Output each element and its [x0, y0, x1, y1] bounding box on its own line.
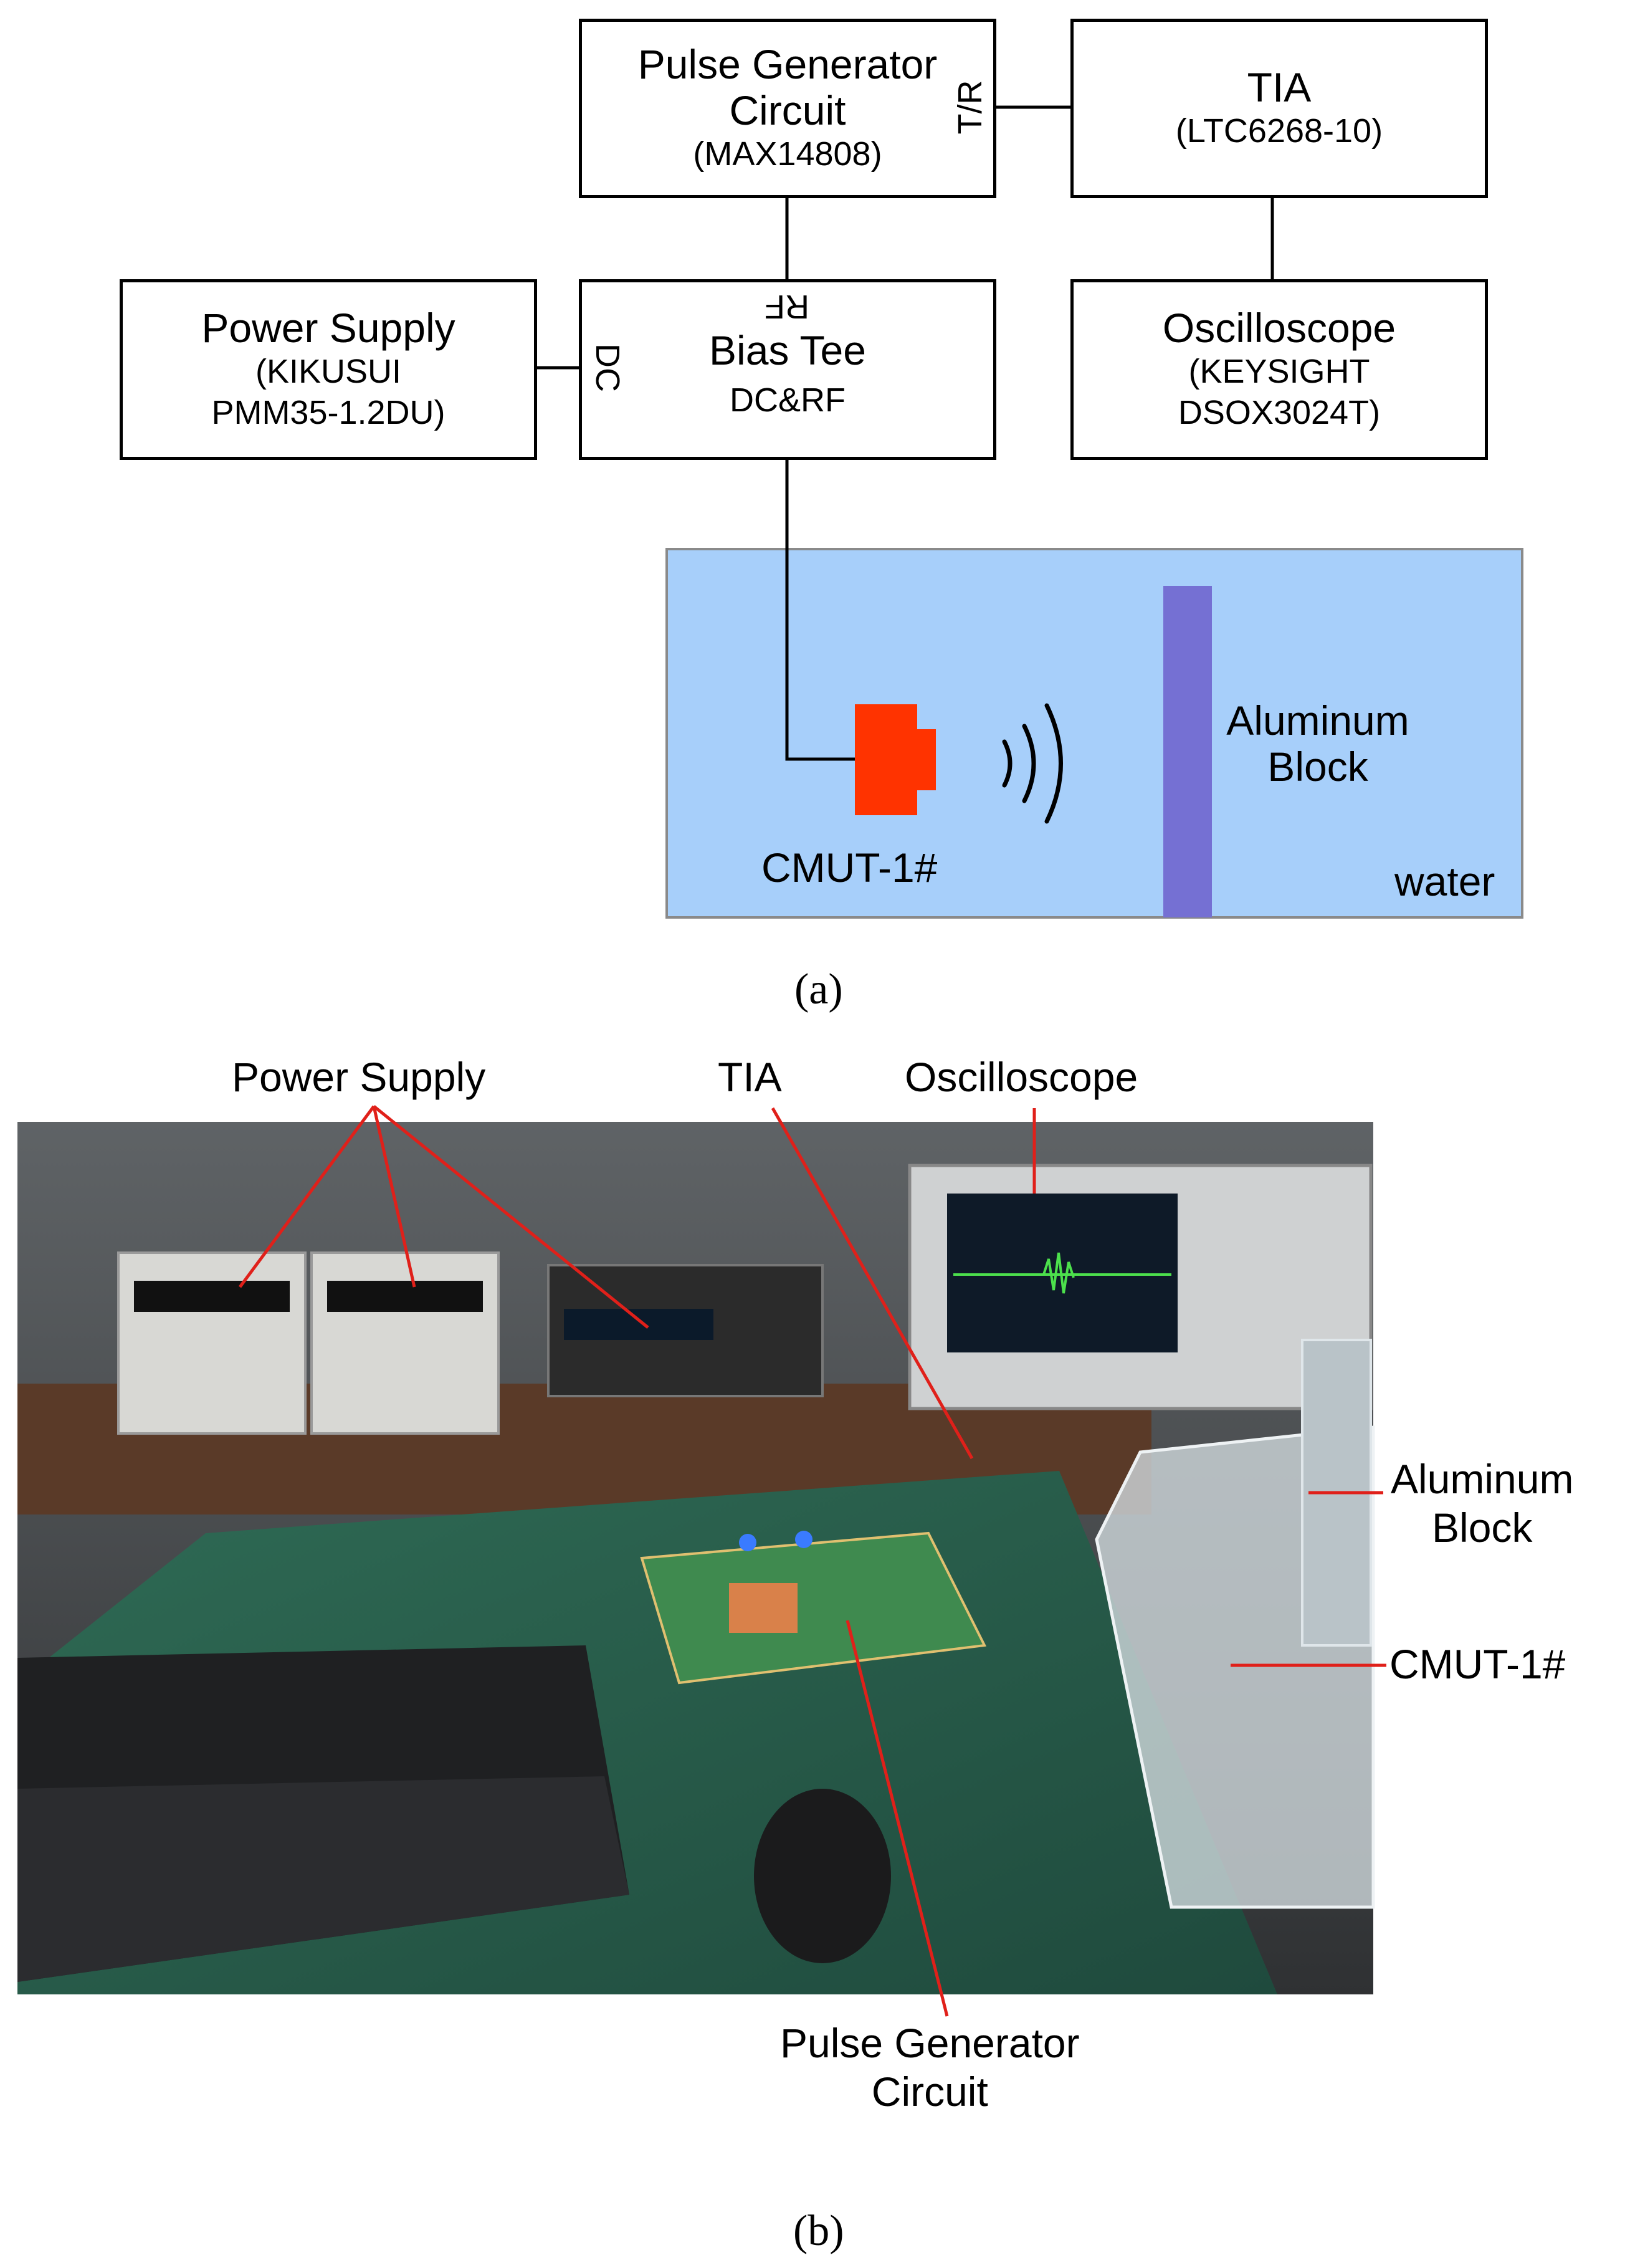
power-supply-unit-2-display	[327, 1281, 483, 1312]
oscilloscope-block: Oscilloscope (KEYSIGHT DSOX3024T)	[1070, 279, 1488, 460]
oscilloscope-part-2: DSOX3024T)	[1178, 393, 1381, 431]
callout-cmut: CMUT-1#	[1389, 1641, 1566, 1687]
power-supply-part-1: (KIKUSUI	[255, 353, 402, 391]
callout-aluminum-block: Aluminum Block	[1391, 1455, 1573, 1553]
power-supply-title: Power Supply	[201, 305, 455, 352]
tia-block: TIA (LTC6268-10)	[1070, 19, 1488, 198]
pulse-generator-title-1: Pulse Generator	[637, 41, 938, 88]
arrow-power-supply-2	[372, 1106, 416, 1288]
tia-part: (LTC6268-10)	[1175, 112, 1383, 150]
callout-aluminum-line-1: Aluminum	[1391, 1456, 1574, 1502]
callout-oscilloscope: Oscilloscope	[905, 1054, 1138, 1100]
callout-tia: TIA	[718, 1054, 782, 1100]
cmut-transducer-face	[917, 729, 936, 790]
oscilloscope-burst	[1042, 1252, 1075, 1294]
water-label: water	[1394, 858, 1495, 904]
bias-tee-block: Bias Tee DC&RF	[579, 279, 996, 460]
bias-tee-title: Bias Tee	[709, 327, 866, 374]
callout-pulse-line-1: Pulse Generator	[780, 2020, 1080, 2066]
callout-power-supply: Power Supply	[232, 1054, 486, 1100]
oscilloscope-title: Oscilloscope	[1162, 305, 1396, 352]
wire-biastee-cmut	[785, 460, 857, 761]
pcb-led-1	[739, 1534, 756, 1551]
water-tank	[665, 548, 1523, 919]
callout-pulse-line-2: Circuit	[871, 2068, 988, 2115]
ultrasound-wave-3	[1044, 703, 1063, 824]
power-supply-block: Power Supply (KIKUSUI PMM35-1.2DU)	[120, 279, 537, 460]
arrow-tia	[771, 1107, 974, 1460]
diagram-a-wiring	[537, 105, 1523, 919]
power-supply-unit-1-display	[134, 1281, 290, 1312]
tia-title: TIA	[1247, 64, 1312, 111]
computer-mouse	[754, 1789, 891, 1963]
oscilloscope-part-1: (KEYSIGHT	[1188, 353, 1370, 391]
pulse-generator-title-2: Circuit	[729, 87, 846, 134]
caption-a: (a)	[794, 965, 843, 1013]
cmut-transducer	[855, 704, 917, 815]
pulse-generator-pcb	[640, 1531, 987, 1685]
arrow-power-supply-3	[373, 1105, 649, 1329]
power-supply-unit-1	[117, 1251, 307, 1435]
pcb-heatsink	[729, 1583, 798, 1633]
caption-b: (b)	[793, 2207, 844, 2255]
arrow-power-supply-1	[238, 1105, 376, 1288]
pulse-generator-part: (MAX14808)	[693, 135, 882, 173]
power-supply-part-2: PMM35-1.2DU)	[211, 393, 446, 431]
pcb-led-2	[795, 1531, 812, 1548]
ultrasound-wave-2	[1022, 724, 1036, 803]
power-supply-unit-2	[310, 1251, 500, 1435]
aluminum-block	[1163, 586, 1212, 917]
arrow-pulse-generator	[846, 1620, 949, 2017]
aluminum-block-label-2: Block	[1267, 743, 1368, 790]
cmut-label: CMUT-1#	[761, 845, 938, 891]
aluminum-block-label: Aluminum Block	[1218, 697, 1418, 790]
callout-aluminum-line-2: Block	[1432, 1504, 1533, 1551]
dc-supply-display	[564, 1309, 713, 1340]
aluminum-block-label-1: Aluminum	[1226, 697, 1409, 744]
ultrasound-wave-1	[1002, 739, 1013, 788]
bias-tee-port-bottom: DC&RF	[730, 381, 846, 419]
pulse-generator-block: Pulse Generator Circuit (MAX14808)	[579, 19, 996, 198]
laptop-keyboard-area	[17, 1776, 629, 1982]
callout-pulse-generator: Pulse Generator Circuit	[780, 2019, 1080, 2117]
